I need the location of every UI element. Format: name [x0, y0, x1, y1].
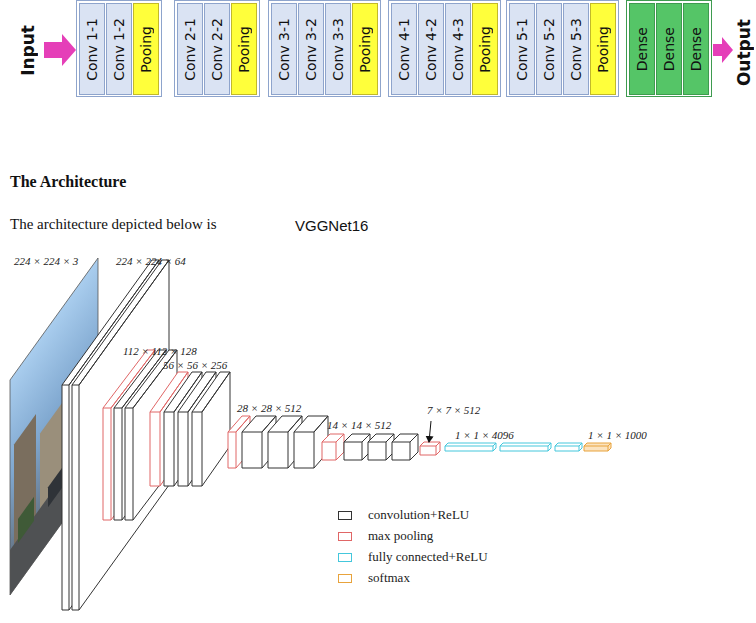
layer-name: Conv 5-3 — [568, 18, 584, 81]
legend-text: softmax — [368, 570, 410, 586]
layer-name: Dense — [634, 27, 650, 71]
conv-layer-box: Conv 4-1 — [391, 3, 417, 95]
pooling-layer-box: Pooing — [133, 3, 159, 95]
layer-name: Pooing — [138, 26, 154, 73]
legend-swatch — [338, 553, 352, 562]
layer-blocks — [62, 260, 611, 610]
layer-name: Conv 3-3 — [330, 18, 346, 81]
dimension-label: 56 × 56 × 256 — [163, 359, 227, 371]
legend-swatch — [338, 511, 352, 520]
layer-name: Conv 4-1 — [396, 18, 412, 81]
legend-row: softmax — [338, 570, 410, 586]
conv-layer-box: Conv 1-1 — [79, 3, 105, 95]
layer-name: Conv 3-2 — [303, 18, 319, 81]
intro-sentence: The architecture depicted below is — [10, 216, 217, 233]
layer-name: Conv 1-1 — [84, 18, 100, 81]
conv-layer-box: Conv 5-3 — [563, 3, 589, 95]
layer-name: Conv 5-1 — [514, 18, 530, 81]
pooling-layer-box: Pooing — [352, 3, 378, 95]
dimension-label: 7 × 7 × 512 — [427, 404, 480, 416]
conv-layer-box: Conv 1-2 — [106, 3, 132, 95]
layer-name: Conv 5-2 — [541, 18, 557, 81]
conv-layer-box: Conv 5-2 — [536, 3, 562, 95]
conv-layer-box: Conv 3-2 — [298, 3, 324, 95]
input-arrow — [44, 34, 76, 66]
legend-text: fully connected+ReLU — [368, 549, 488, 565]
conv-layer-box: Conv 4-2 — [418, 3, 444, 95]
legend-text: max pooling — [368, 528, 433, 544]
layer-name: Conv 3-1 — [276, 18, 292, 81]
pooling-layer-box: Pooing — [472, 3, 498, 95]
input-label: Input — [18, 25, 38, 76]
model-name: VGGNet16 — [295, 217, 368, 234]
output-label: Output — [734, 19, 754, 86]
dense-layer-box: Dense — [629, 3, 655, 95]
conv-layer-box: Conv 3-3 — [325, 3, 351, 95]
legend-text: convolution+ReLU — [368, 507, 469, 523]
dimension-label: 112 × 112 × 128 — [123, 345, 197, 357]
conv-layer-box: Conv 2-2 — [204, 3, 230, 95]
leader-arrow — [429, 421, 431, 442]
pooling-layer-box: Pooing — [231, 3, 257, 95]
layer-name: Conv 2-2 — [209, 18, 225, 81]
conv-layer-box: Conv 3-1 — [271, 3, 297, 95]
legend-row: max pooling — [338, 528, 433, 544]
layer-name: Pooing — [236, 26, 252, 73]
layer-name: Dense — [688, 27, 704, 71]
section-heading: The Architecture — [10, 173, 126, 191]
dense-layer-box: Dense — [683, 3, 709, 95]
conv-layer-box: Conv 2-1 — [177, 3, 203, 95]
layer-name: Conv 4-2 — [423, 18, 439, 81]
layer-name: Conv 1-2 — [111, 18, 127, 81]
conv-layer-box: Conv 5-1 — [509, 3, 535, 95]
layer-name: Conv 2-1 — [182, 18, 198, 81]
legend-row: convolution+ReLU — [338, 507, 469, 523]
output-arrow — [713, 37, 733, 63]
group-frames — [77, 1, 712, 97]
layer-name: Pooing — [595, 26, 611, 73]
dimension-label: 1 × 1 × 1000 — [588, 429, 647, 441]
dimension-label: 28 × 28 × 512 — [237, 402, 301, 414]
legend-swatch — [338, 574, 352, 583]
dimension-label: 1 × 1 × 4096 — [455, 429, 514, 441]
dimension-label: 224 × 224 × 3 — [14, 255, 78, 267]
layer-name: Pooing — [357, 26, 373, 73]
legend-row: fully connected+ReLU — [338, 549, 488, 565]
dimension-label: 224 × 224 × 64 — [116, 255, 186, 267]
layer-name: Dense — [661, 27, 677, 71]
pooling-layer-box: Pooing — [590, 3, 616, 95]
conv-layer-box: Conv 4-3 — [445, 3, 471, 95]
layer-name: Pooing — [477, 26, 493, 73]
dense-layer-box: Dense — [656, 3, 682, 95]
layer-name: Conv 4-3 — [450, 18, 466, 81]
legend-swatch — [338, 532, 352, 541]
dimension-label: 14 × 14 × 512 — [327, 419, 391, 431]
